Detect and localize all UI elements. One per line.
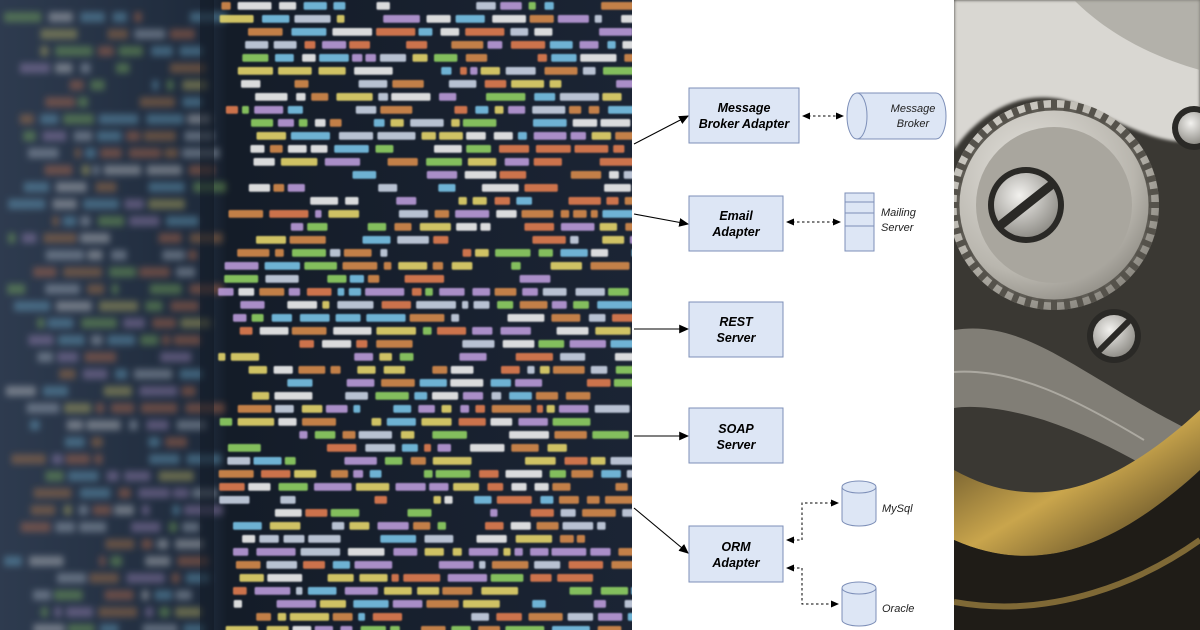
orm-adapter-box: ORM Adapter bbox=[688, 525, 784, 583]
arrow-to-email-adapter bbox=[633, 213, 690, 227]
orm-adapter-label-line1: ORM bbox=[721, 540, 751, 554]
rest-server-box: REST Server bbox=[688, 301, 784, 358]
message-broker-adapter-label-line1: Message bbox=[718, 101, 771, 115]
rest-server-label-line1: REST bbox=[719, 315, 754, 329]
arrow-to-message-broker-adapter bbox=[633, 115, 689, 145]
arrow-to-orm-adapter bbox=[633, 507, 689, 554]
email-adapter-label-line1: Email bbox=[719, 209, 753, 223]
mysql-label: MySql bbox=[882, 503, 913, 515]
mailing-server-icon bbox=[844, 192, 875, 252]
connector-orm-to-oracle bbox=[786, 564, 839, 608]
rest-server-label-line2: Server bbox=[717, 331, 757, 345]
message-broker-adapter-label-line2: Broker Adapter bbox=[699, 117, 791, 131]
mailing-server-label-line2: Server bbox=[881, 222, 915, 234]
code-screen-photo bbox=[0, 0, 632, 630]
oracle-label: Oracle bbox=[882, 603, 914, 615]
code-screen-image bbox=[0, 0, 632, 630]
connector-orm-to-mysql bbox=[786, 499, 839, 544]
message-broker-cylinder-icon: Message Broker bbox=[846, 92, 947, 140]
soap-server-label-line2: Server bbox=[717, 438, 757, 452]
message-broker-label-line2: Broker bbox=[897, 118, 931, 130]
watch-gear-photo bbox=[954, 0, 1200, 630]
email-adapter-label-line2: Adapter bbox=[711, 225, 760, 239]
hexagonal-adapters-diagram: Message Broker Adapter Email Adapter RES… bbox=[632, 0, 954, 630]
orm-adapter-label-line2: Adapter bbox=[711, 556, 760, 570]
diagram-canvas: Message Broker Adapter Email Adapter RES… bbox=[633, 87, 947, 627]
soap-server-box: SOAP Server bbox=[688, 407, 784, 464]
mailing-server-label-line1: Mailing bbox=[881, 207, 917, 219]
message-broker-adapter-box: Message Broker Adapter bbox=[688, 87, 800, 144]
watch-movement-image bbox=[954, 0, 1200, 630]
mysql-database-icon bbox=[841, 480, 877, 527]
oracle-database-icon bbox=[841, 581, 877, 627]
message-broker-label-line1: Message bbox=[891, 103, 936, 115]
soap-server-label-line1: SOAP bbox=[718, 422, 754, 436]
email-adapter-box: Email Adapter bbox=[688, 195, 784, 252]
